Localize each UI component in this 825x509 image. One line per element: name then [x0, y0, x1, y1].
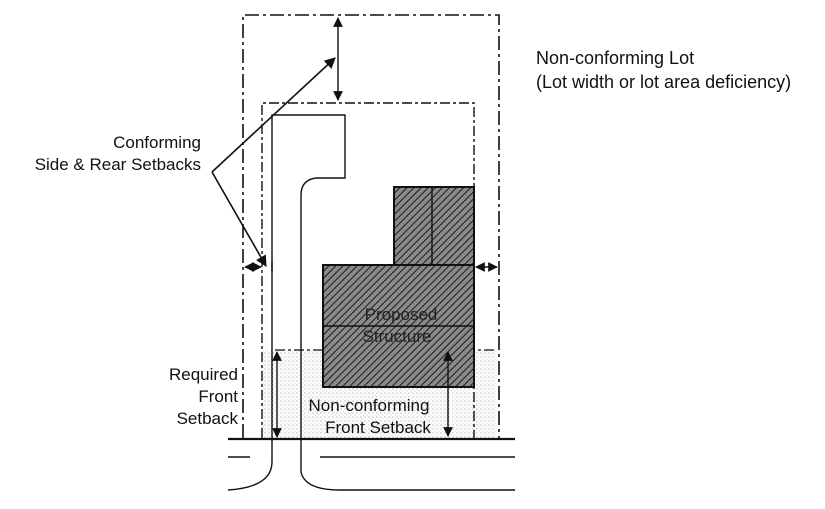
nonconforming-front-setback-label-line1: Non-conforming: [309, 396, 430, 415]
nonconforming-lot-label-line1: Non-conforming Lot: [536, 48, 694, 68]
required-front-setback-label-line1: Required: [169, 365, 238, 384]
proposed-label-line1: Proposed: [365, 305, 438, 324]
conforming-label-line1: Conforming: [113, 133, 201, 152]
proposed-label-line2: Structure: [363, 327, 432, 346]
required-front-setback-label-line3: Setback: [177, 409, 239, 428]
conforming-label-line2: Side & Rear Setbacks: [35, 155, 201, 174]
driveway-apron-left: [227, 440, 273, 491]
required-front-setback-label-line2: Front: [198, 387, 238, 406]
leader-to-side: [211, 171, 267, 267]
setback-envelope: [261, 102, 475, 438]
driveway-outline: [271, 114, 346, 438]
driveway-apron-right: [300, 440, 515, 491]
nonconforming-front-setback-label-line2: Front Setback: [325, 418, 431, 437]
structure-upper-block: [393, 186, 475, 266]
nonconforming-lot-label-line2: (Lot width or lot area deficiency): [536, 72, 791, 92]
leader-to-rear: [211, 57, 336, 173]
